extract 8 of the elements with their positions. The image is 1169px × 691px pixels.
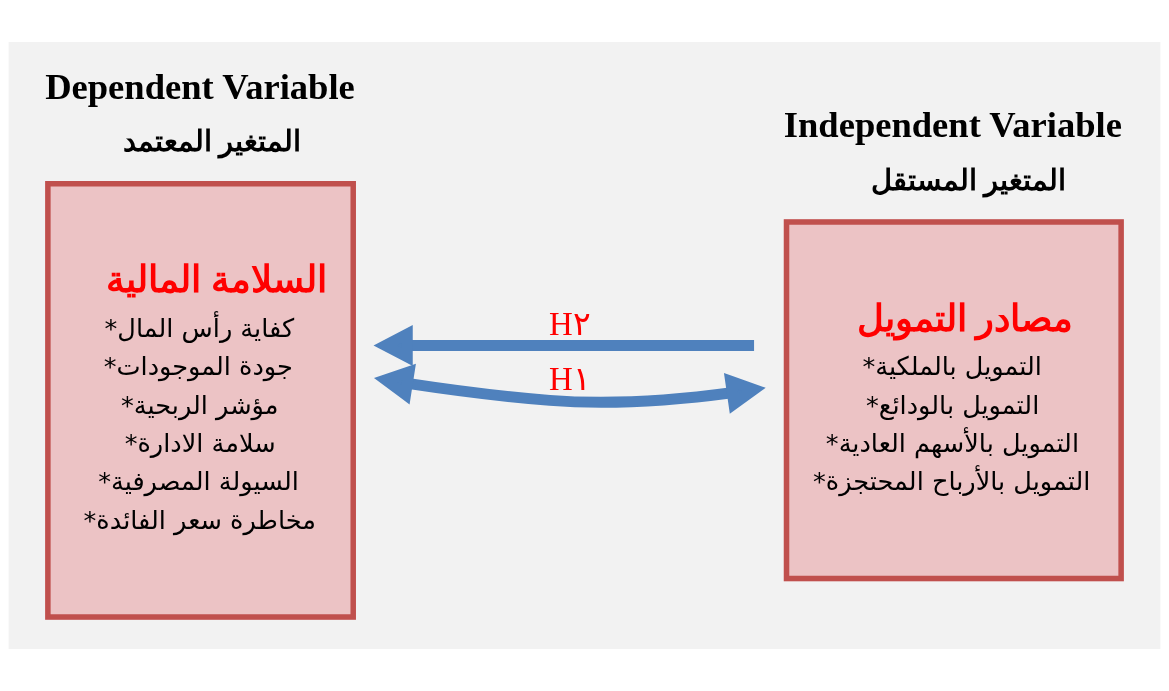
node-label: المتغير المستقل: [870, 163, 1066, 196]
edge-label: H١: [548, 361, 591, 398]
node-label: المتغير المعتمد: [122, 125, 302, 158]
node-label: Independent Variable: [783, 104, 1122, 146]
node-label: Dependent Variable: [45, 65, 355, 107]
edge-label: H٢: [548, 306, 591, 343]
arrow: [373, 324, 755, 367]
arrow: [373, 363, 766, 414]
